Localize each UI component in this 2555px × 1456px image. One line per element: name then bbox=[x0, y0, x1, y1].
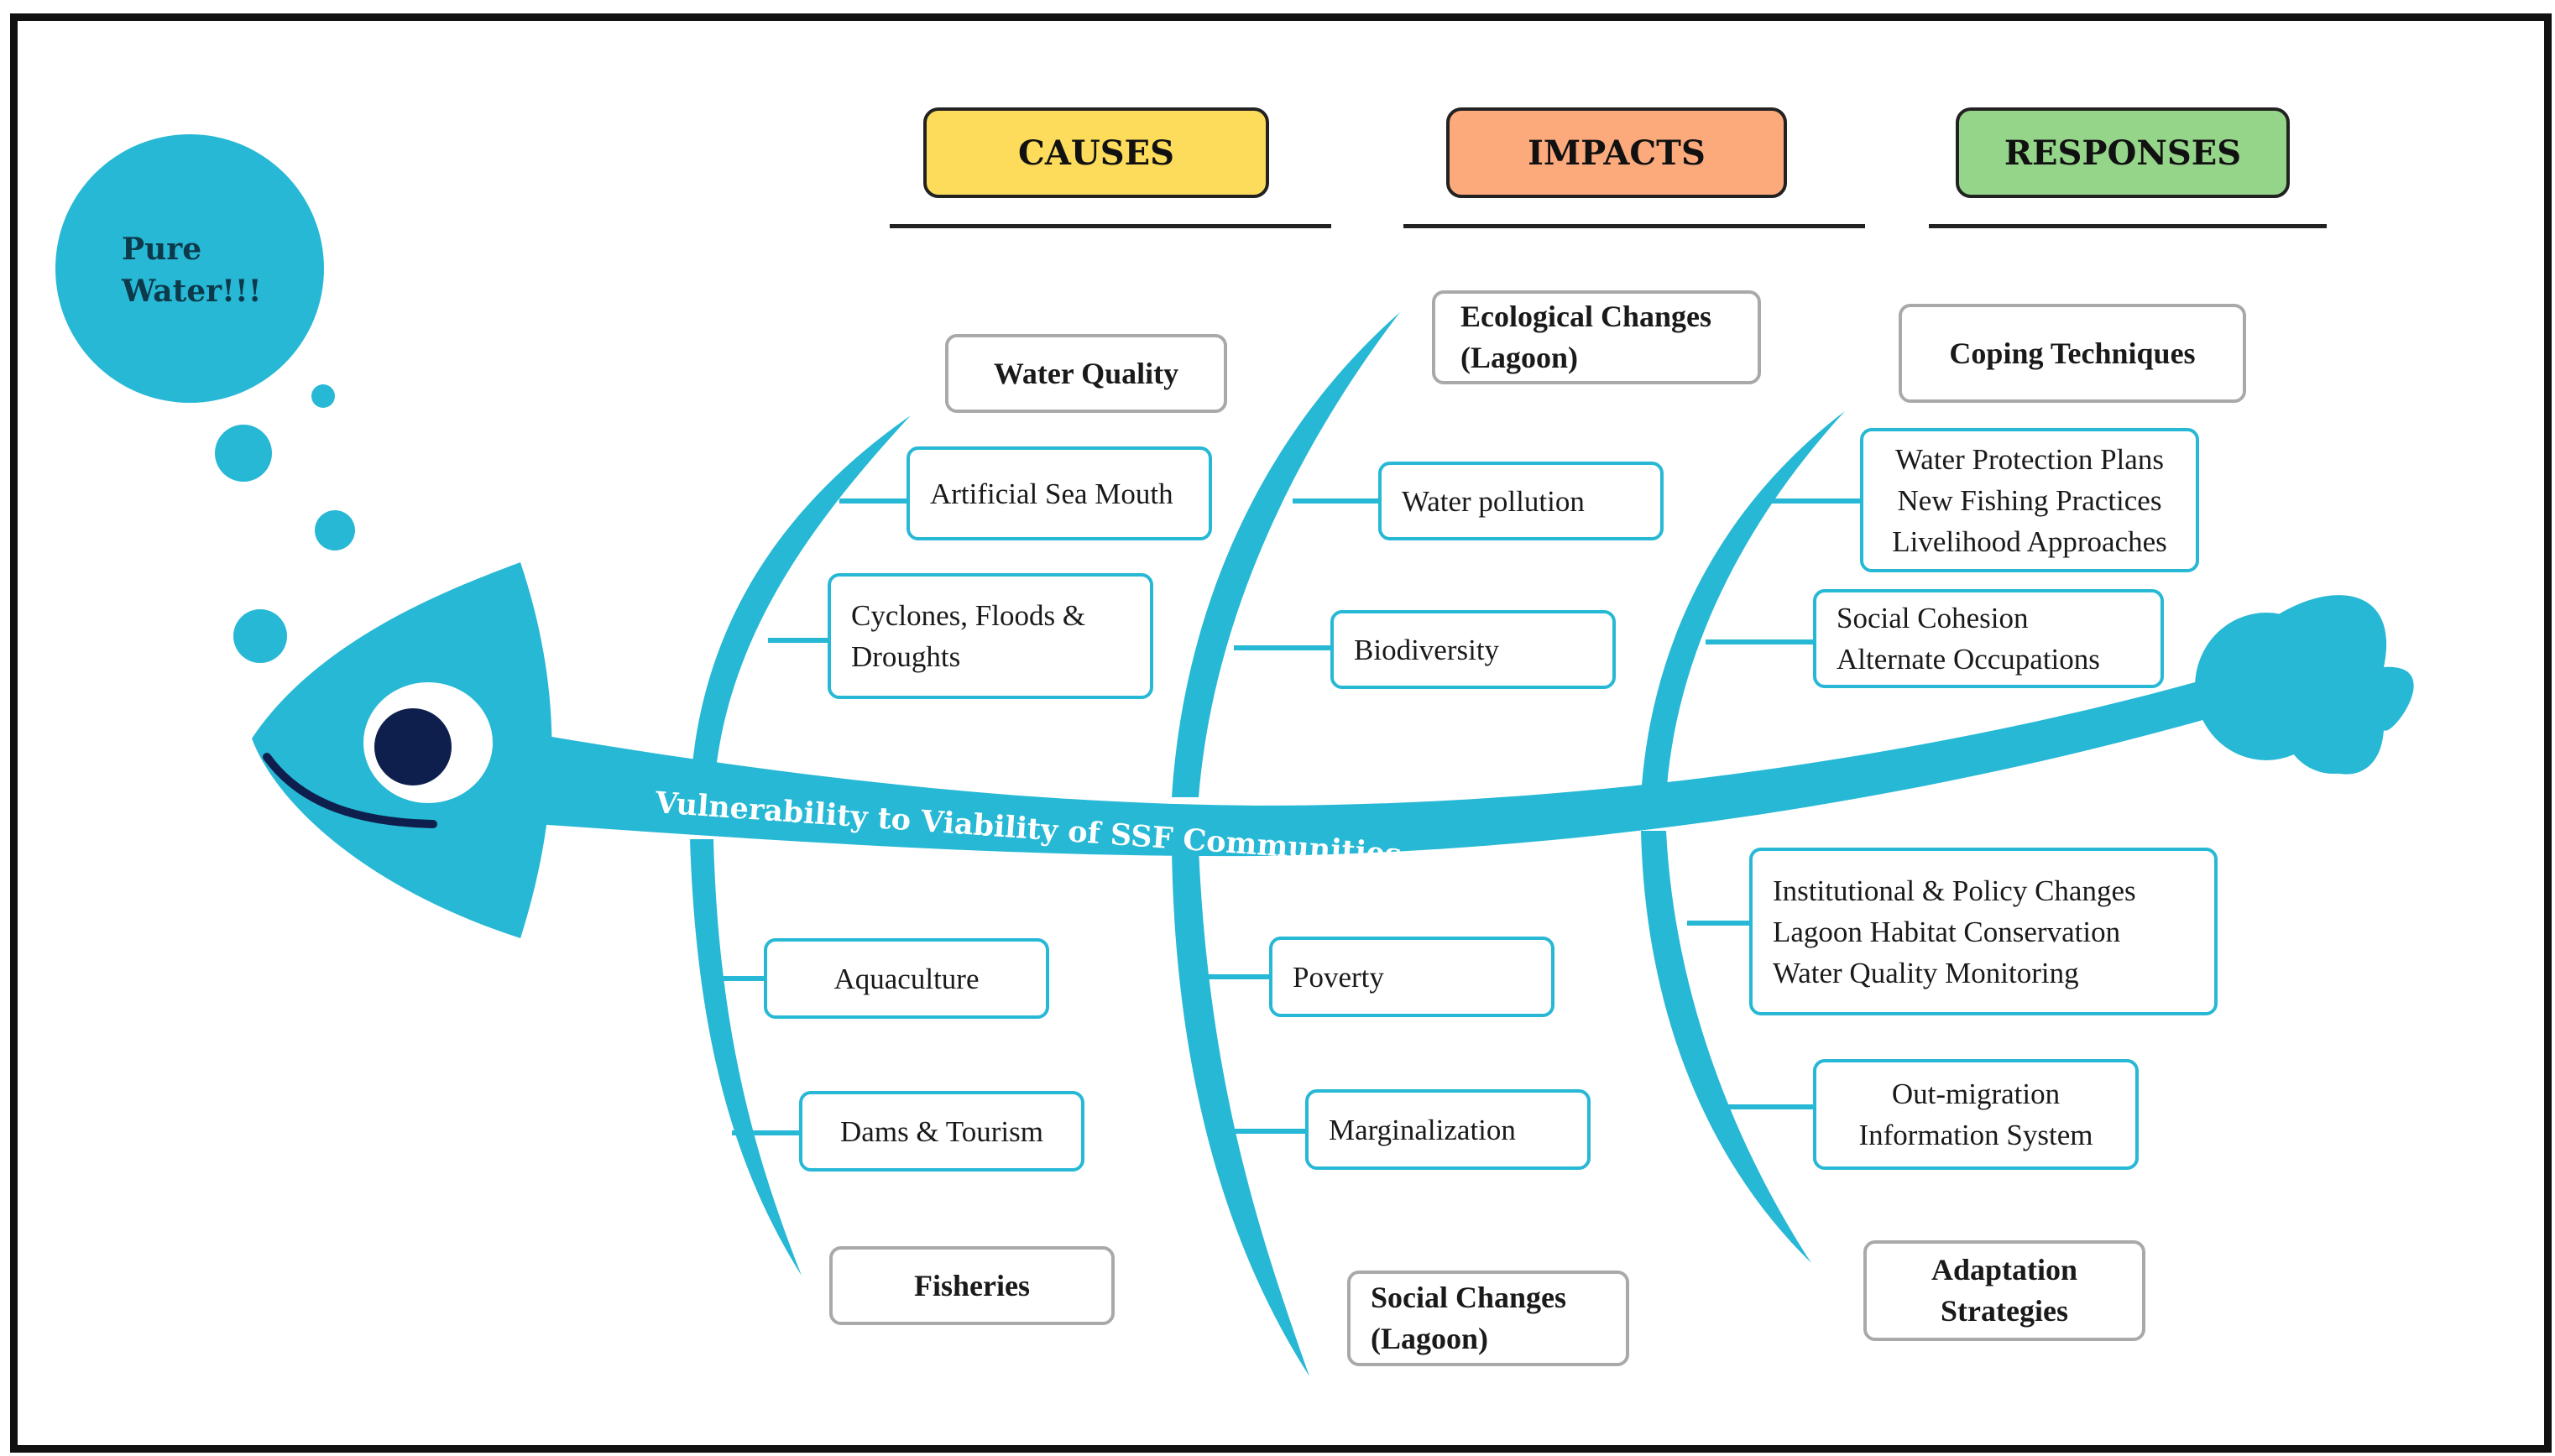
bubble-small-4 bbox=[233, 609, 287, 663]
response-water-quality-monitoring: Water Quality Monitoring bbox=[1773, 956, 2079, 989]
bubble-text: Pure Water!!! bbox=[122, 228, 262, 312]
causes-header: CAUSES bbox=[923, 107, 1269, 198]
response-alternate-occupations: Alternate Occupations bbox=[1837, 643, 2100, 676]
response-institutional: Institutional & Policy Changes bbox=[1773, 874, 2136, 907]
impacts-top-category: Ecological Changes (Lagoon) bbox=[1432, 290, 1761, 384]
bubble-small-2 bbox=[215, 425, 272, 482]
bubble-line-1: Pure bbox=[122, 232, 202, 267]
impacts-top-category-line1: Ecological Changes bbox=[1460, 300, 1712, 333]
impact-box-marginalization: Marginalization bbox=[1305, 1089, 1591, 1170]
cause-artificial-sea-mouth: Artificial Sea Mouth bbox=[930, 477, 1173, 510]
impact-water-pollution: Water pollution bbox=[1402, 484, 1585, 518]
responses-lower-rib bbox=[1641, 831, 1811, 1263]
responses-header: RESPONSES bbox=[1956, 107, 2290, 198]
bubble-small-1 bbox=[311, 384, 335, 408]
thought-bubble bbox=[55, 134, 324, 403]
impact-box-water-pollution: Water pollution bbox=[1378, 462, 1664, 540]
response-box-2: Social Cohesion Alternate Occupations bbox=[1813, 589, 2164, 688]
cause-cyclones-floods: Cyclones, Floods & bbox=[851, 599, 1086, 632]
impact-poverty: Poverty bbox=[1293, 960, 1384, 994]
fish-spine bbox=[512, 682, 2212, 857]
impacts-bottom-category-line2: (Lagoon) bbox=[1371, 1322, 1489, 1355]
causes-top-category: Water Quality bbox=[945, 334, 1227, 413]
impact-marginalization: Marginalization bbox=[1329, 1113, 1516, 1146]
response-box-1: Water Protection Plans New Fishing Pract… bbox=[1860, 428, 2199, 572]
responses-top-category: Coping Techniques bbox=[1899, 304, 2246, 403]
fish-ribs bbox=[690, 312, 1845, 1376]
responses-bottom-category-line2: Strategies bbox=[1941, 1294, 2068, 1328]
causes-rule bbox=[890, 224, 1331, 228]
causes-upper-rib bbox=[690, 415, 911, 797]
impacts-rule bbox=[1403, 224, 1865, 228]
impact-box-poverty: Poverty bbox=[1269, 937, 1554, 1017]
impacts-bottom-category: Social Changes (Lagoon) bbox=[1347, 1271, 1629, 1366]
impact-biodiversity: Biodiversity bbox=[1354, 633, 1500, 666]
response-out-migration: Out-migration bbox=[1891, 1078, 2061, 1110]
impacts-bottom-category-line1: Social Changes bbox=[1371, 1281, 1567, 1314]
responses-header-label: RESPONSES bbox=[2004, 133, 2242, 173]
impact-box-biodiversity: Biodiversity bbox=[1330, 610, 1616, 689]
cause-box-aquaculture: Aquaculture bbox=[764, 938, 1049, 1019]
bubble-small-3 bbox=[315, 510, 355, 551]
responses-rule bbox=[1929, 224, 2327, 228]
responses-top-category-label: Coping Techniques bbox=[1949, 336, 2196, 370]
impacts-top-category-line2: (Lagoon) bbox=[1460, 341, 1579, 374]
fish-mouth bbox=[263, 753, 437, 828]
responses-bottom-category: Adaptation Strategies bbox=[1863, 1240, 2145, 1341]
response-lagoon-habitat: Lagoon Habitat Conservation bbox=[1773, 915, 2121, 948]
causes-top-category-label: Water Quality bbox=[993, 356, 1179, 390]
impacts-header: IMPACTS bbox=[1446, 107, 1787, 198]
impacts-upper-rib bbox=[1172, 312, 1400, 797]
causes-header-label: CAUSES bbox=[1017, 133, 1174, 173]
cause-dams-tourism: Dams & Tourism bbox=[840, 1114, 1043, 1148]
response-water-protection: Water Protection Plans bbox=[1895, 442, 2164, 476]
cause-box-cyclones: Cyclones, Floods & Droughts bbox=[828, 573, 1153, 699]
fish-eye-pupil bbox=[374, 708, 452, 785]
response-social-cohesion: Social Cohesion bbox=[1837, 602, 2029, 634]
cause-box-artificial-sea-mouth: Artificial Sea Mouth bbox=[907, 446, 1212, 540]
causes-bottom-category-label: Fisheries bbox=[914, 1268, 1030, 1302]
response-box-3: Institutional & Policy Changes Lagoon Ha… bbox=[1749, 848, 2218, 1015]
response-box-4: Out-migration Information System bbox=[1813, 1059, 2139, 1170]
response-livelihood: Livelihood Approaches bbox=[1892, 524, 2167, 558]
causes-bottom-category: Fisheries bbox=[829, 1246, 1115, 1325]
responses-bottom-category-line1: Adaptation bbox=[1931, 1253, 2078, 1286]
response-information-system: Information System bbox=[1858, 1119, 2093, 1151]
rib-connectors bbox=[715, 498, 1862, 1135]
cause-box-dams-tourism: Dams & Tourism bbox=[799, 1091, 1084, 1172]
bubble-line-2: Water!!! bbox=[122, 274, 262, 309]
impacts-lower-rib bbox=[1172, 848, 1309, 1376]
cause-aquaculture: Aquaculture bbox=[833, 962, 980, 995]
impacts-header-label: IMPACTS bbox=[1528, 133, 1706, 173]
cause-droughts: Droughts bbox=[851, 640, 961, 673]
responses-upper-rib bbox=[1641, 411, 1845, 797]
causes-lower-rib bbox=[690, 839, 802, 1276]
response-new-fishing: New Fishing Practices bbox=[1897, 483, 2162, 517]
